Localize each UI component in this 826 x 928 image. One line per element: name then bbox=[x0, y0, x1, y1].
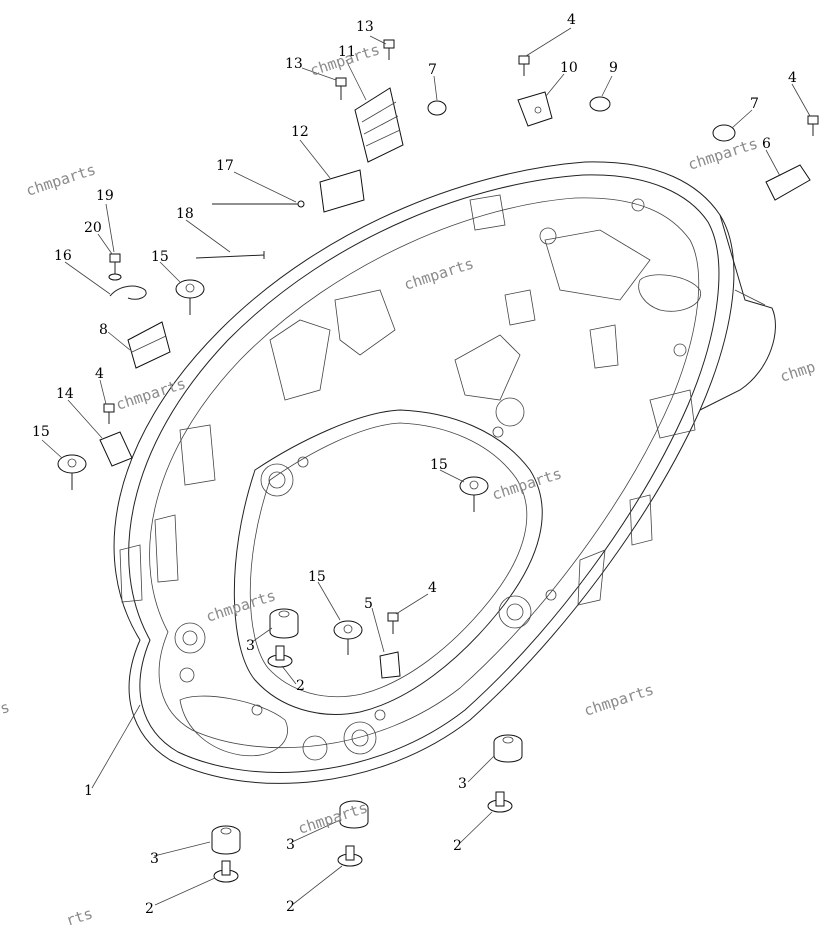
callout-4: 4 bbox=[428, 580, 437, 596]
callout-1: 1 bbox=[84, 783, 93, 799]
bolt-part-4c bbox=[103, 403, 115, 424]
callout-7: 7 bbox=[750, 96, 759, 112]
callout-15: 15 bbox=[430, 457, 448, 473]
callout-17: 17 bbox=[216, 158, 234, 174]
callout-15: 15 bbox=[308, 569, 326, 585]
callout-6: 6 bbox=[762, 136, 771, 152]
watermark: s bbox=[0, 698, 12, 718]
watermark: chmparts bbox=[296, 798, 370, 837]
cap-part-7a bbox=[427, 100, 447, 116]
collar-part-2c bbox=[213, 860, 239, 883]
leader-lines bbox=[41, 27, 811, 906]
callout-2: 2 bbox=[145, 901, 154, 917]
bolt-part-4a bbox=[518, 55, 530, 76]
callout-15: 15 bbox=[32, 424, 50, 440]
callout-9: 9 bbox=[609, 60, 618, 76]
callout-4: 4 bbox=[788, 70, 797, 86]
watermark: chmparts bbox=[582, 680, 656, 719]
cap-part-9 bbox=[589, 96, 611, 112]
watermark: rts bbox=[64, 904, 95, 928]
cap-part-7b bbox=[712, 124, 736, 142]
clip-part-6 bbox=[765, 164, 811, 201]
callout-19: 19 bbox=[96, 188, 114, 204]
spring-clip-part-16 bbox=[109, 285, 147, 300]
callout-15: 15 bbox=[151, 249, 169, 265]
callout-13: 13 bbox=[285, 56, 303, 72]
grommet-part-3b bbox=[493, 734, 523, 763]
callout-16: 16 bbox=[54, 248, 72, 264]
bolt-part-13a bbox=[335, 77, 347, 100]
clip-part-14 bbox=[99, 431, 133, 467]
callout-8: 8 bbox=[99, 322, 108, 338]
callout-18: 18 bbox=[176, 206, 194, 222]
grommet-part-3c bbox=[211, 825, 241, 855]
watermark: chmparts bbox=[24, 160, 98, 199]
watermark: chmparts bbox=[204, 586, 278, 625]
bracket-part-8 bbox=[127, 321, 171, 369]
lower-cowling bbox=[113, 161, 776, 784]
watermark: chmparts bbox=[114, 374, 188, 413]
pin-part-17 bbox=[212, 200, 305, 208]
bracket-part-11 bbox=[354, 87, 404, 163]
callout-5: 5 bbox=[364, 596, 373, 612]
callout-3: 3 bbox=[246, 638, 255, 654]
watermark: chmp bbox=[778, 358, 818, 386]
washer-part-20 bbox=[108, 273, 122, 281]
bolt-part-19 bbox=[109, 253, 121, 274]
callout-2: 2 bbox=[296, 678, 305, 694]
clip-part-12 bbox=[319, 169, 365, 213]
callout-labels: 1 2 2 2 2 3 3 3 3 4 4 4 4 5 6 7 7 8 9 10… bbox=[32, 12, 797, 917]
callout-13: 13 bbox=[356, 19, 374, 35]
bracket-part-10 bbox=[517, 91, 553, 127]
pin-part-18 bbox=[195, 251, 265, 259]
callout-3: 3 bbox=[150, 851, 159, 867]
callout-12: 12 bbox=[291, 124, 309, 140]
clip-part-5 bbox=[379, 651, 401, 679]
callout-3: 3 bbox=[286, 837, 295, 853]
callout-10: 10 bbox=[560, 60, 578, 76]
bolt-part-13b bbox=[383, 39, 395, 60]
callout-20: 20 bbox=[84, 220, 102, 236]
collar-part-2a bbox=[267, 645, 293, 668]
watermark: chmparts bbox=[490, 464, 564, 503]
callout-4: 4 bbox=[95, 366, 104, 382]
grommet-part-3d bbox=[339, 800, 369, 829]
collar-part-2d bbox=[337, 845, 363, 867]
bolt-part-4d bbox=[387, 612, 399, 634]
callout-3: 3 bbox=[458, 776, 467, 792]
screw-part-15a bbox=[175, 279, 205, 315]
screw-part-15c bbox=[459, 476, 489, 512]
callout-11: 11 bbox=[338, 44, 356, 60]
watermark: chmparts bbox=[402, 254, 476, 293]
callout-14: 14 bbox=[56, 386, 74, 402]
callout-4: 4 bbox=[567, 12, 576, 28]
collar-part-2b bbox=[487, 791, 513, 813]
screw-part-15d bbox=[333, 620, 363, 655]
callout-7: 7 bbox=[428, 62, 437, 78]
screw-part-15b bbox=[57, 454, 87, 490]
callout-2: 2 bbox=[453, 838, 462, 854]
callout-2: 2 bbox=[286, 899, 295, 915]
grommet-part-3a bbox=[269, 608, 299, 639]
bolt-part-4b bbox=[807, 115, 819, 136]
